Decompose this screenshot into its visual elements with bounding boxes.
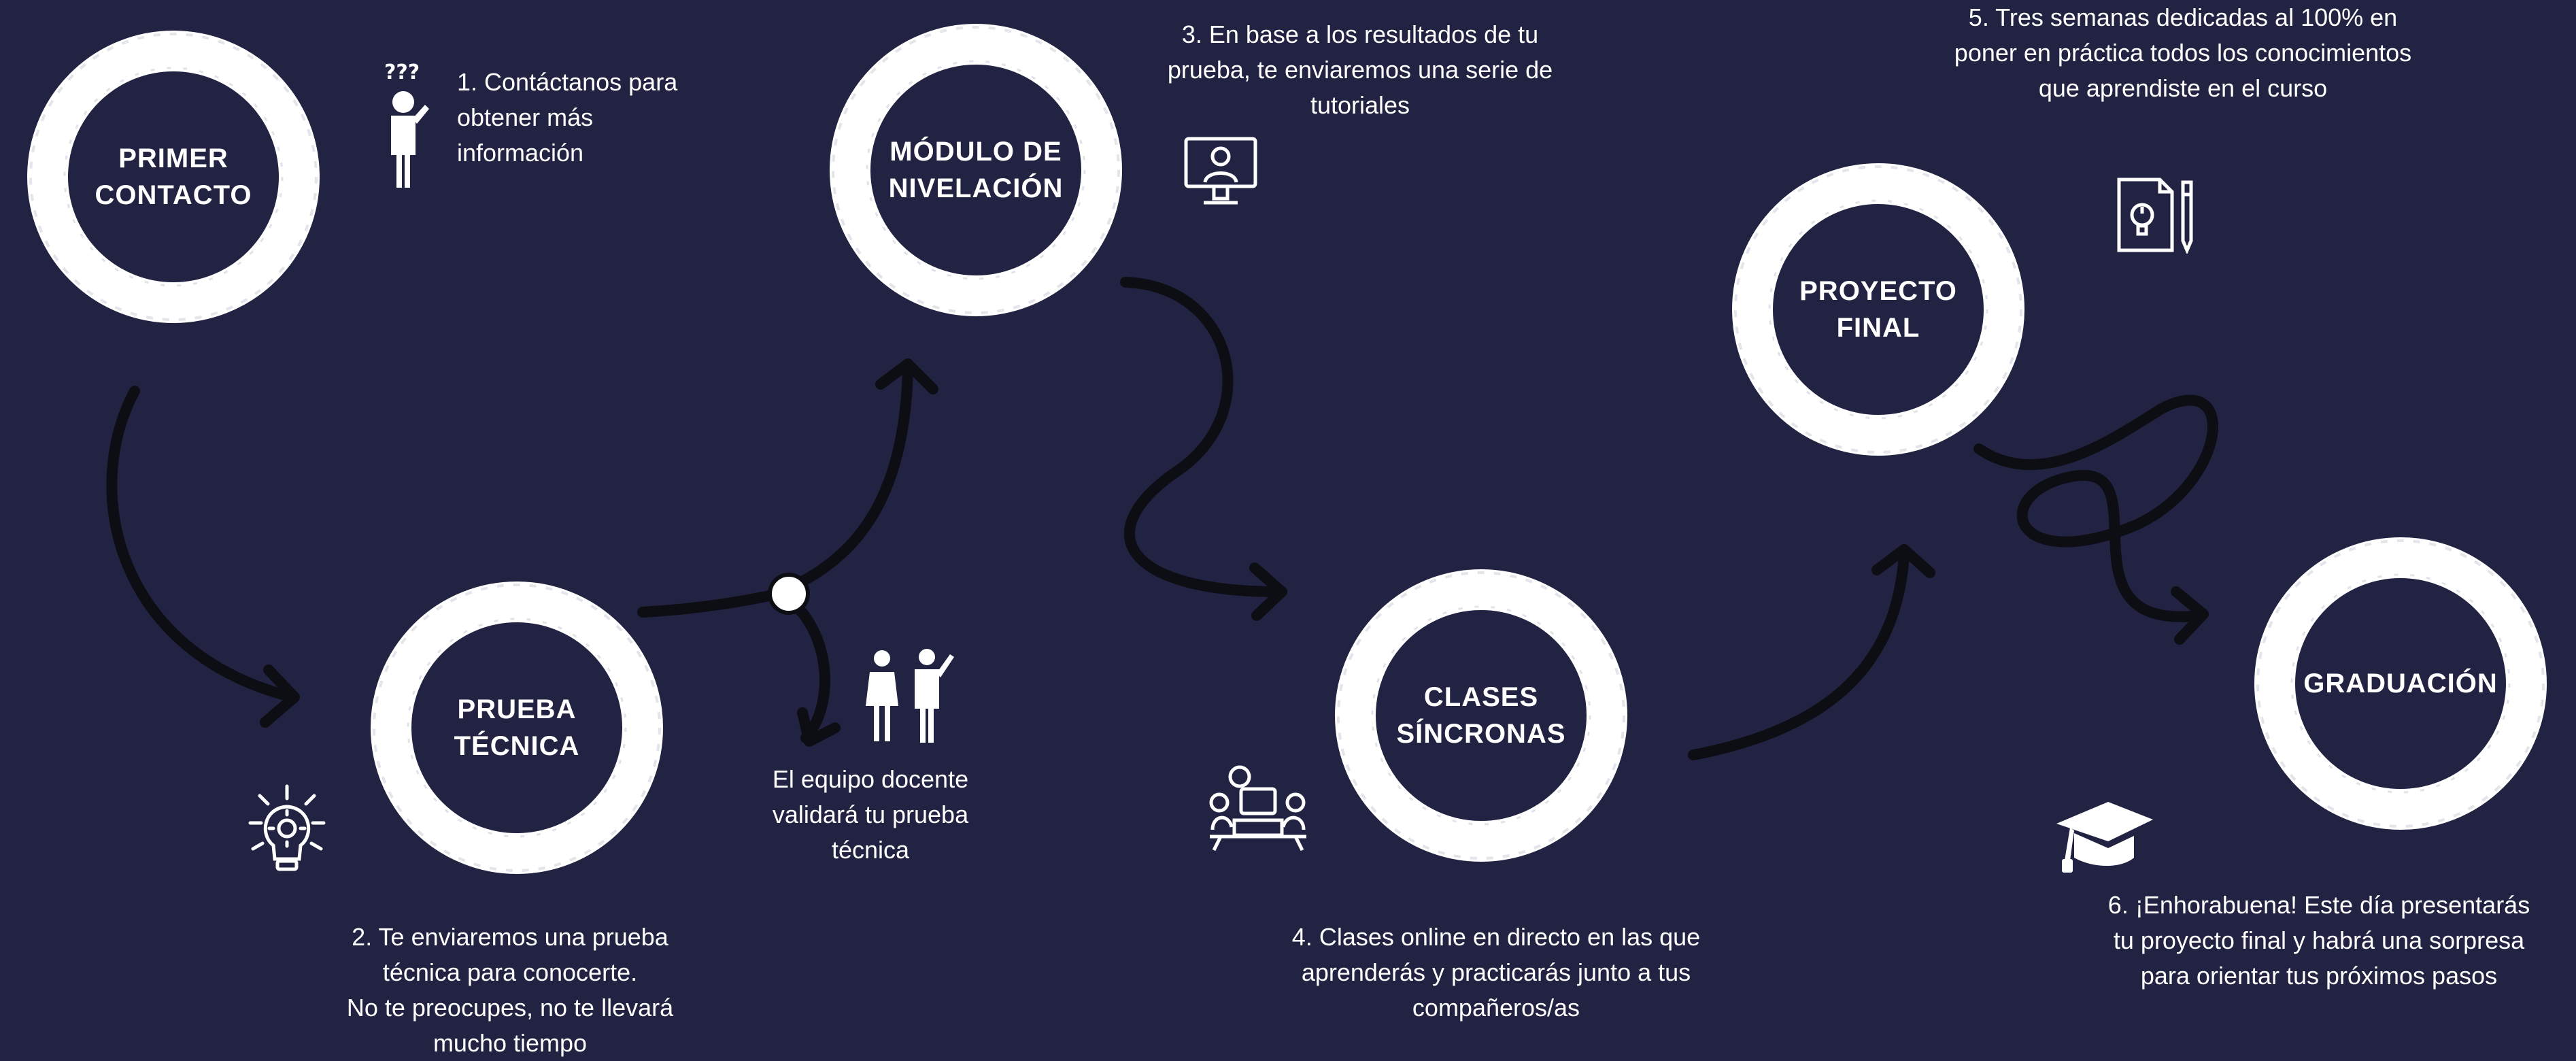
document-pencil-icon xyxy=(2117,178,2193,254)
arrowhead-graduacion xyxy=(2171,586,2209,645)
arrow-proyecto-to-graduacion xyxy=(1973,394,2218,622)
step-4-text: 4. Clases online en directo en las que a… xyxy=(1291,923,1701,1022)
teachers-icon xyxy=(866,649,954,743)
arrowhead-prueba xyxy=(260,664,300,728)
stage-label: GRADUACIÓN xyxy=(2303,669,2498,698)
step-5-text: 5. Tres semanas dedicadas al 100% en pon… xyxy=(1954,3,2412,102)
arrowhead-proyecto xyxy=(1871,544,1935,578)
step-2-text: 2. Te enviaremos una prueba técnica para… xyxy=(346,923,674,1057)
arrow-prueba-to-junction xyxy=(637,588,787,618)
arrowhead-modulo xyxy=(875,358,938,394)
monitor-person-icon xyxy=(1184,137,1257,205)
stage-ring-proyecto-final: PROYECTO FINAL xyxy=(1722,153,2035,466)
stage-label: PROYECTO FINAL xyxy=(1799,276,1957,343)
stage-label: PRUEBA TÉCNICA xyxy=(454,694,580,761)
stage-label: PRIMER CONTACTO xyxy=(95,144,252,210)
stage-ring-clases-sincronas: CLASES SÍNCRONAS xyxy=(1325,559,1638,872)
step-1-text: 1. Contáctanos para obtener más informac… xyxy=(457,68,678,167)
classroom-icon xyxy=(1209,765,1306,852)
stage-ring-prueba-tecnica: PRUEBA TÉCNICA xyxy=(360,571,673,884)
svg-text:???: ??? xyxy=(384,61,420,84)
equipo-docente-text: El equipo docente validará tu prueba téc… xyxy=(772,765,969,864)
stage-ring-graduacion: GRADUACIÓN xyxy=(2244,527,2557,840)
arrow-junction-to-equipo xyxy=(787,596,830,743)
lightbulb-gear-icon xyxy=(248,784,326,871)
stage-ring-modulo-nivelacion: MÓDULO DE NIVELACIÓN xyxy=(819,14,1132,326)
arrow-contacto-to-prueba xyxy=(106,386,298,703)
stage-label: CLASES SÍNCRONAS xyxy=(1396,682,1566,749)
arrow-modulo-to-clases xyxy=(1120,277,1284,597)
graduation-cap-icon xyxy=(2056,802,2153,873)
arrowhead-clases xyxy=(1249,562,1287,621)
confused-person-icon: ??? xyxy=(384,61,429,188)
junction-dot xyxy=(768,573,810,615)
arrow-clases-to-proyecto xyxy=(1688,549,1910,760)
stage-ring-primer-contacto: PRIMER CONTACTO xyxy=(17,20,330,333)
stage-label: MÓDULO DE NIVELACIÓN xyxy=(888,137,1064,203)
arrowhead-equipo xyxy=(797,707,841,747)
arrow-junction-to-modulo xyxy=(790,365,913,590)
step-6-text: 6. ¡Enhorabuena! Este día presentarás tu… xyxy=(2107,891,2530,990)
step-3-text: 3. En base a los resultados de tu prueba… xyxy=(1167,20,1553,119)
